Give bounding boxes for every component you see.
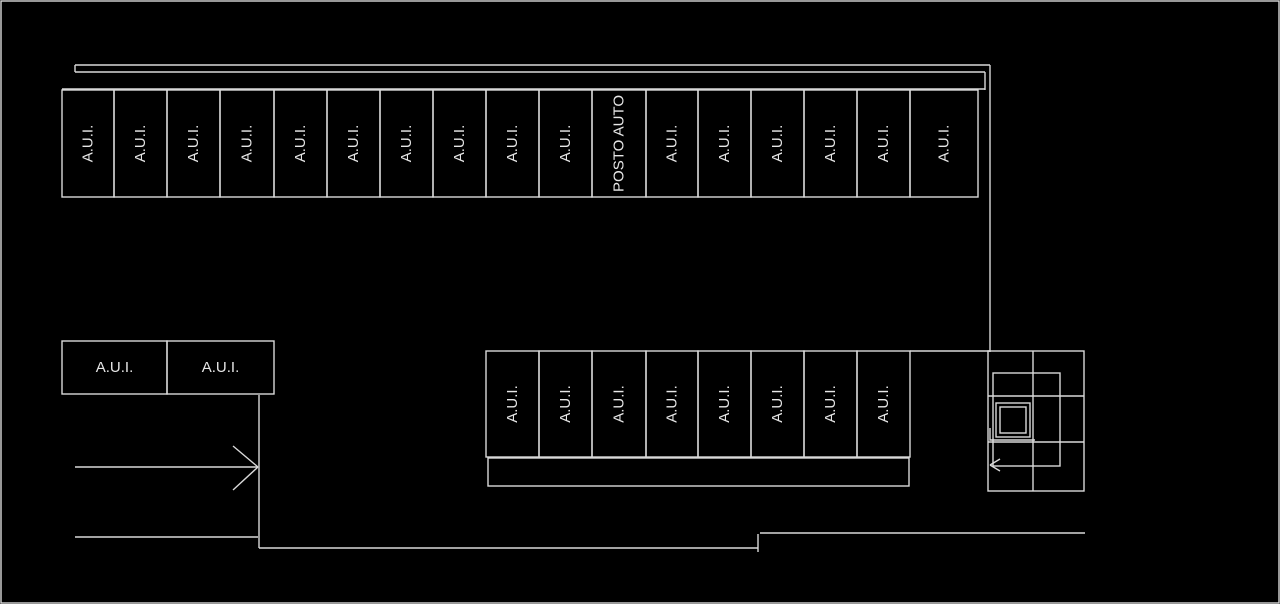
stall-top-7: A.U.I. [379, 89, 434, 198]
stall-middle-1: A.U.I. [485, 350, 540, 458]
top-row-stalls: A.U.I. A.U.I. A.U.I. A.U.I. A.U.I. A.U.I. A.U.… [61, 89, 979, 198]
stall-middle-7: A.U.I. [803, 350, 858, 458]
stall-middle-4: A.U.I. [645, 350, 699, 458]
stall-label: A.U.I. [716, 125, 733, 163]
stall-posto-auto: POSTO AUTO [591, 89, 647, 198]
top-access-lines [62, 64, 991, 352]
stall-left-2: A.U.I. [166, 340, 275, 395]
stall-top-3: A.U.I. [166, 89, 221, 198]
stall-top-15: A.U.I. [803, 89, 858, 198]
stall-label: A.U.I. [185, 125, 202, 163]
stall-label: A.U.I. [451, 125, 468, 163]
stall-label: A.U.I. [239, 125, 256, 163]
stall-label: A.U.I. [398, 125, 415, 163]
stall-label: A.U.I. [716, 385, 733, 423]
stall-left-1: A.U.I. [61, 340, 168, 395]
stall-top-2: A.U.I. [113, 89, 168, 198]
stall-top-9: A.U.I. [485, 89, 540, 198]
entrance-arrow [75, 395, 1085, 552]
stall-label: A.U.I. [769, 385, 786, 423]
stall-label: A.U.I. [822, 385, 839, 423]
stall-label: A.U.I. [80, 125, 97, 163]
stall-label: A.U.I. [202, 359, 240, 376]
stall-top-13: A.U.I. [697, 89, 752, 198]
middle-row-stalls: A.U.I. A.U.I. A.U.I. A.U.I. A.U.I. A.U.I. A.U.… [485, 350, 911, 458]
stall-top-14: A.U.I. [750, 89, 805, 198]
stall-top-10: A.U.I. [538, 89, 593, 198]
stall-middle-3: A.U.I. [591, 350, 647, 458]
stall-top-8: A.U.I. [432, 89, 487, 198]
stall-label: A.U.I. [875, 125, 892, 163]
stall-top-4: A.U.I. [219, 89, 275, 198]
stall-label: A.U.I. [504, 385, 521, 423]
stall-label: A.U.I. [292, 125, 309, 163]
stall-top-5: A.U.I. [273, 89, 328, 198]
stall-top-16: A.U.I. [856, 89, 911, 198]
stall-label: A.U.I. [664, 125, 681, 163]
stall-middle-6: A.U.I. [750, 350, 805, 458]
stall-top-6: A.U.I. [326, 89, 381, 198]
stair-lift-block [987, 350, 1085, 492]
stall-middle-8: A.U.I. [856, 350, 911, 458]
stall-label: POSTO AUTO [611, 95, 628, 192]
stall-top-1: A.U.I. [61, 89, 115, 198]
middle-row-strip [487, 457, 910, 487]
stall-label: A.U.I. [345, 125, 362, 163]
stall-label: A.U.I. [664, 385, 681, 423]
stall-label: A.U.I. [875, 385, 892, 423]
stall-middle-5: A.U.I. [697, 350, 752, 458]
stall-middle-2: A.U.I. [538, 350, 593, 458]
stall-label: A.U.I. [936, 125, 953, 163]
left-row-stalls: A.U.I. A.U.I. [61, 340, 275, 395]
stall-top-17: A.U.I. [909, 89, 979, 198]
stall-label: A.U.I. [822, 125, 839, 163]
stall-top-12: A.U.I. [645, 89, 699, 198]
stall-label: A.U.I. [769, 125, 786, 163]
stall-label: A.U.I. [557, 385, 574, 423]
stall-label: A.U.I. [132, 125, 149, 163]
stall-label: A.U.I. [557, 125, 574, 163]
stall-label: A.U.I. [96, 359, 134, 376]
stall-label: A.U.I. [504, 125, 521, 163]
stall-label: A.U.I. [611, 385, 628, 423]
